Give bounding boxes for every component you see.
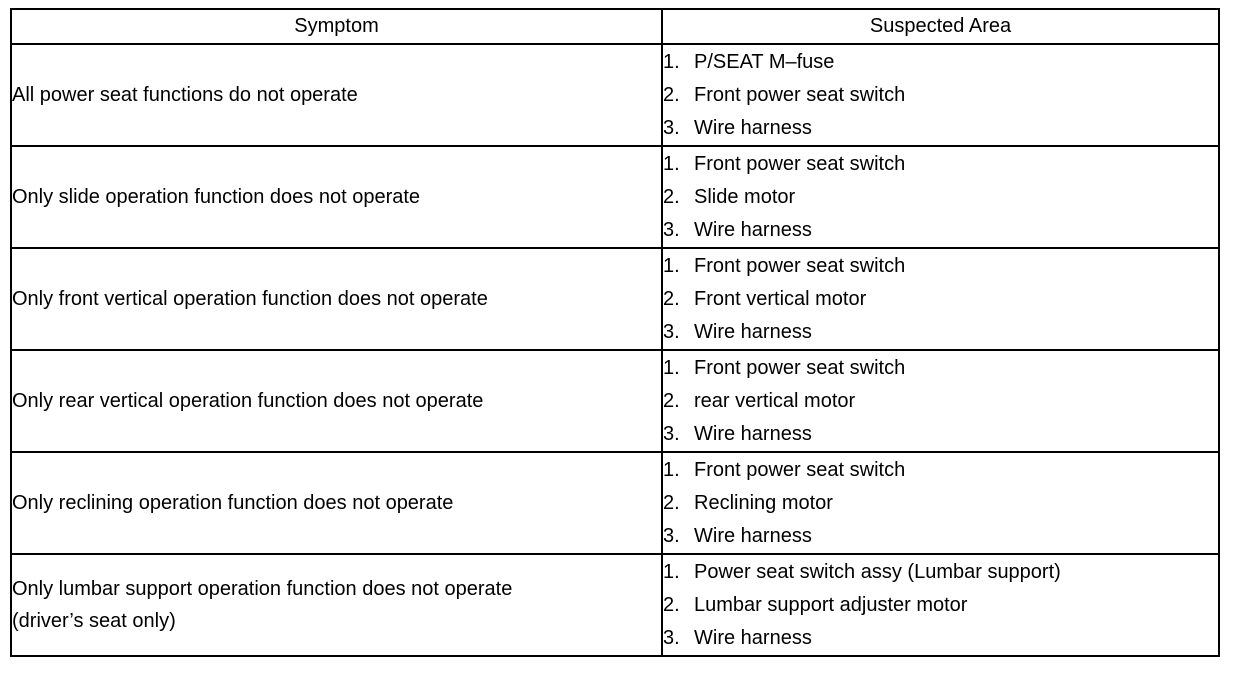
suspected-area-item: 1. P/SEAT M–fuse: [663, 46, 1218, 79]
suspected-area-list: 1. P/SEAT M–fuse 2. Front power seat switch…: [663, 46, 1218, 145]
suspected-area-cell: 1. Front power seat switch 2. Slide motor 3.…: [661, 145, 1220, 249]
suspected-area-cell: 1. Front power seat switch 2. Front vertica…: [661, 247, 1220, 351]
suspected-area-cell: 1. Front power seat switch 2. Reclining mot…: [661, 451, 1220, 555]
item-number: 2.: [663, 287, 680, 310]
item-number: 2.: [663, 491, 680, 514]
item-number: 2.: [663, 593, 680, 616]
suspected-area-list: 1. Front power seat switch 2. rear vertical…: [663, 352, 1218, 451]
symptom-cell: Only lumbar support operation function d…: [10, 553, 663, 657]
table-row: Only rear vertical operation function do…: [10, 349, 1220, 453]
item-text: Wire harness: [694, 626, 812, 649]
suspected-area-item: 2. Reclining motor: [663, 487, 1218, 520]
table-row: Only slide operation function does not o…: [10, 145, 1220, 249]
suspected-area-item: 2. Front power seat switch: [663, 79, 1218, 112]
item-number: 3.: [663, 218, 680, 241]
item-text: rear vertical motor: [694, 389, 856, 412]
item-number: 3.: [663, 626, 680, 649]
symptom-text: Only front vertical operation function d…: [12, 288, 488, 310]
table-body: All power seat functions do not operate 1…: [10, 43, 1220, 657]
symptom-text: Only rear vertical operation function do…: [12, 390, 484, 412]
suspected-area-cell: 1. Front power seat switch 2. rear vertical…: [661, 349, 1220, 453]
suspected-area-item: 1. Front power seat switch: [663, 454, 1218, 487]
symptom-text: Only slide operation function does not o…: [12, 186, 421, 208]
item-text: Wire harness: [694, 524, 812, 547]
suspected-area-item: 3. Wire harness: [663, 112, 1218, 145]
header-row: Symptom Suspected Area: [10, 8, 1220, 45]
symptom-cell: Only front vertical operation function d…: [10, 247, 663, 351]
item-text: Wire harness: [694, 422, 812, 445]
suspected-area-cell: 1. Power seat switch assy (Lumbar support…: [661, 553, 1220, 657]
item-text: Front power seat switch: [694, 152, 906, 175]
suspected-area-item: 3. Wire harness: [663, 418, 1218, 451]
item-number: 1.: [663, 152, 680, 175]
item-number: 3.: [663, 116, 680, 139]
item-number: 2.: [663, 389, 680, 412]
suspected-area-item: 3. Wire harness: [663, 622, 1218, 655]
symptom-text: Only lumbar support operation function d…: [12, 578, 513, 600]
suspected-area-item: 2. rear vertical motor: [663, 385, 1218, 418]
symptom-text: All power seat functions do not operate: [12, 84, 358, 106]
item-text: Wire harness: [694, 320, 812, 343]
suspected-area-item: 1. Power seat switch assy (Lumbar support…: [663, 556, 1218, 589]
item-number: 1.: [663, 356, 680, 379]
suspected-area-item: 3. Wire harness: [663, 316, 1218, 349]
suspected-area-cell: 1. P/SEAT M–fuse 2. Front power seat switch…: [661, 43, 1220, 147]
suspected-area-list: 1. Power seat switch assy (Lumbar support…: [663, 556, 1218, 655]
item-text: Wire harness: [694, 116, 812, 139]
suspected-area-list: 1. Front power seat switch 2. Front vertica…: [663, 250, 1218, 349]
suspected-area-item: 3. Wire harness: [663, 520, 1218, 553]
item-text: Lumbar support adjuster motor: [694, 593, 968, 616]
item-number: 3.: [663, 422, 680, 445]
symptom-text: Only reclining operation function does n…: [12, 492, 454, 514]
table-row: Only lumbar support operation function d…: [10, 553, 1220, 657]
table-row: Only front vertical operation function d…: [10, 247, 1220, 351]
item-text: Front power seat switch: [694, 254, 906, 277]
item-text: P/SEAT M–fuse: [694, 50, 835, 73]
suspected-area-list: 1. Front power seat switch 2. Slide motor 3.…: [663, 148, 1218, 247]
item-number: 1.: [663, 560, 680, 583]
item-number: 1.: [663, 50, 680, 73]
item-number: 3.: [663, 524, 680, 547]
table-row: All power seat functions do not operate 1…: [10, 43, 1220, 147]
suspected-area-item: 1. Front power seat switch: [663, 148, 1218, 181]
item-text: Slide motor: [694, 185, 796, 208]
symptom-cell: Only rear vertical operation function do…: [10, 349, 663, 453]
symptom-header: Symptom: [10, 8, 663, 45]
item-number: 2.: [663, 83, 680, 106]
suspected-area-item: 1. Front power seat switch: [663, 250, 1218, 283]
suspected-area-item: 2. Slide motor: [663, 181, 1218, 214]
suspected-area-item: 1. Front power seat switch: [663, 352, 1218, 385]
symptom-text: (driver’s seat only): [12, 610, 176, 632]
troubleshooting-table: Symptom Suspected Area All power seat fu…: [10, 8, 1220, 657]
symptom-cell: Only reclining operation function does n…: [10, 451, 663, 555]
item-text: Reclining motor: [694, 491, 833, 514]
item-text: Front vertical motor: [694, 287, 867, 310]
item-text: Wire harness: [694, 218, 812, 241]
suspected-area-list: 1. Front power seat switch 2. Reclining mot…: [663, 454, 1218, 553]
item-text: Front power seat switch: [694, 458, 906, 481]
item-number: 3.: [663, 320, 680, 343]
item-number: 2.: [663, 185, 680, 208]
item-number: 1.: [663, 458, 680, 481]
suspected-area-item: 2. Front vertical motor: [663, 283, 1218, 316]
item-number: 1.: [663, 254, 680, 277]
item-text: Front power seat switch: [694, 83, 906, 106]
suspected-area-item: 3. Wire harness: [663, 214, 1218, 247]
item-text: Power seat switch assy (Lumbar support): [694, 560, 1061, 583]
suspected-area-item: 2. Lumbar support adjuster motor: [663, 589, 1218, 622]
symptom-cell: Only slide operation function does not o…: [10, 145, 663, 249]
suspected-area-header: Suspected Area: [661, 8, 1220, 45]
table-row: Only reclining operation function does n…: [10, 451, 1220, 555]
symptom-cell: All power seat functions do not operate: [10, 43, 663, 147]
item-text: Front power seat switch: [694, 356, 906, 379]
